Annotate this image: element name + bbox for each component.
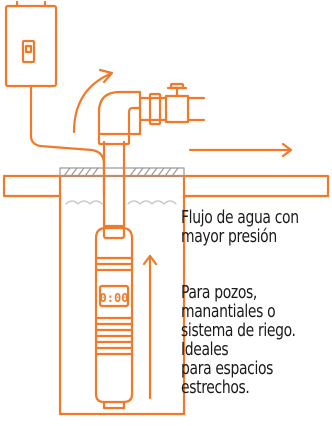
control-box (4, 0, 58, 88)
flow-caption-line: mayor presión (181, 226, 277, 247)
flow-arrows (72, 68, 293, 400)
curved-up-arrow-icon (72, 72, 112, 134)
water-surface (65, 200, 177, 205)
power-switch-icon (21, 39, 36, 64)
pump-display (98, 284, 130, 308)
valve-icon (164, 82, 190, 124)
power-cable (29, 84, 106, 198)
usage-caption-line: estrechos. (181, 377, 250, 398)
well-cap-hatch (59, 167, 185, 177)
pump-display-text: 0:00 (100, 291, 129, 305)
flow-caption-line: Flujo de agua con (181, 207, 299, 228)
horizontal-pipe (138, 92, 206, 126)
flow-caption: Flujo de agua con mayor presión (181, 208, 318, 246)
usage-caption: Para pozos, manantiales o sistema de rie… (181, 283, 314, 397)
submersible-pump (94, 224, 134, 410)
usage-caption-line: para espacios (181, 358, 274, 379)
usage-caption-line: sistema de riego. (181, 320, 296, 341)
usage-caption-line: Para pozos, (181, 282, 258, 303)
usage-caption-line: manantiales o (181, 301, 276, 322)
usage-caption-line: Ideales (181, 339, 229, 360)
riser-pipe (97, 132, 131, 228)
ground-surface (2, 174, 330, 416)
pipe-elbow (97, 90, 142, 136)
